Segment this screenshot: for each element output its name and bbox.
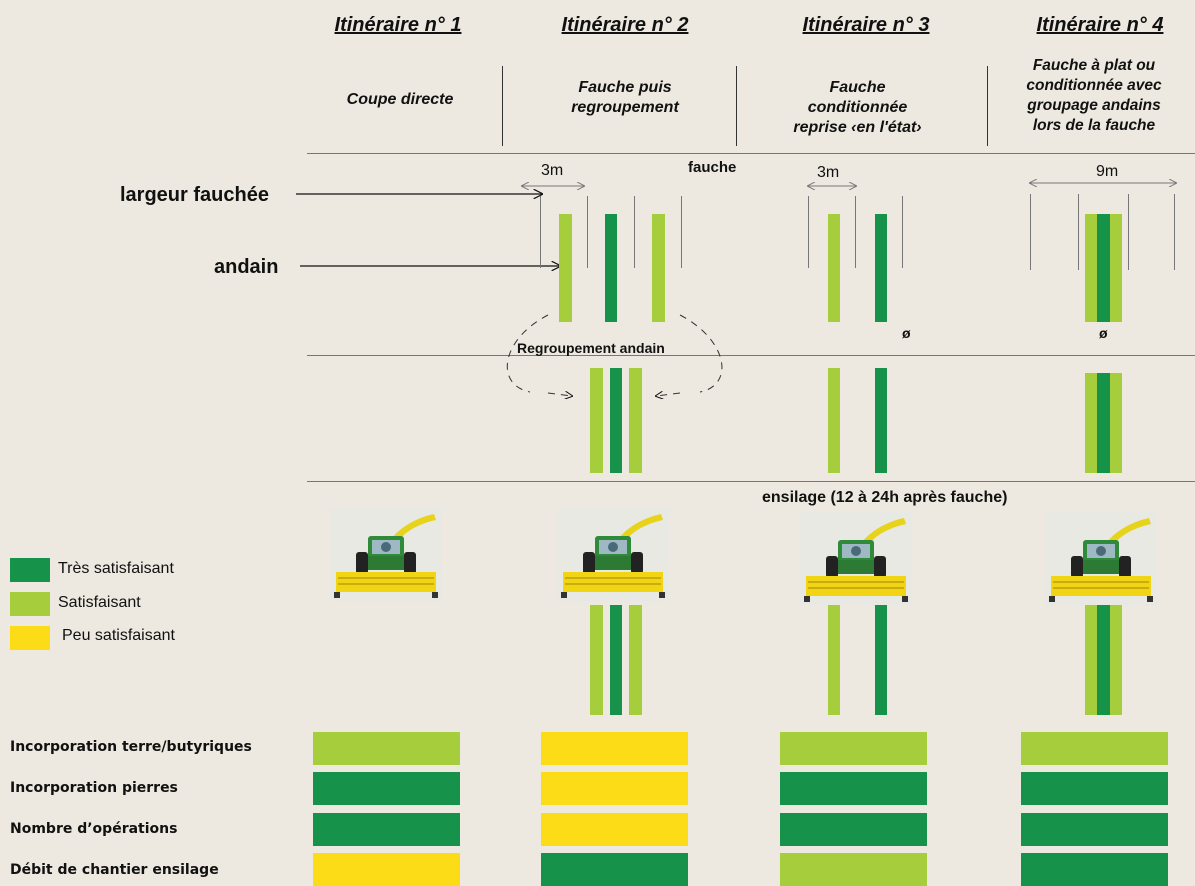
swath-boundary <box>808 196 809 268</box>
windrow-tres-satisfaisant <box>875 605 887 715</box>
windrow-tres-satisfaisant <box>610 605 622 715</box>
windrow-satisfaisant <box>590 368 603 473</box>
stage-divider-ensilage <box>307 481 1195 482</box>
windrow-satisfaisant <box>828 605 840 715</box>
itineraire-1-desc: Coupe directe <box>346 91 454 108</box>
width-label-9m: 9m <box>1096 163 1119 180</box>
legend-swatch-tres-satisfaisant <box>10 558 50 582</box>
rating-cell <box>313 813 460 846</box>
forage-harvester-image <box>557 508 669 602</box>
forage-harvester-image <box>800 512 912 606</box>
windrow-satisfaisant <box>559 214 572 322</box>
swath-boundary <box>1030 194 1031 270</box>
fauche-label: fauche <box>688 159 737 176</box>
itineraire-4-title: Itinéraire n° 4 <box>1036 14 1164 36</box>
windrow-satisfaisant <box>828 368 840 473</box>
criterion-label: Nombre d’opérations <box>10 821 178 837</box>
forage-harvester-image <box>330 508 442 602</box>
stage-divider-fauche <box>307 153 1195 154</box>
windrow-satisfaisant <box>1110 373 1122 473</box>
largeur-fauchee-label: largeur fauchée <box>120 184 269 206</box>
windrow-tres-satisfaisant <box>610 368 622 473</box>
rating-cell <box>780 732 927 765</box>
windrow-satisfaisant <box>828 214 840 322</box>
legend-swatch-peu-satisfaisant <box>10 626 50 650</box>
itineraire-2-desc: Fauche puis regroupement <box>571 79 679 116</box>
windrow-satisfaisant <box>1110 605 1122 715</box>
windrow-satisfaisant <box>1110 214 1122 322</box>
rating-cell <box>1021 853 1168 886</box>
windrow-satisfaisant <box>652 214 665 322</box>
swath-boundary <box>634 196 635 268</box>
swath-boundary <box>1174 194 1175 270</box>
column-divider <box>736 66 737 146</box>
ensilage-label: ensilage (12 à 24h après fauche) <box>762 489 1008 506</box>
rating-cell <box>780 853 927 886</box>
regroupement-label: Regroupement andain <box>517 340 665 356</box>
regroupement-loop-right <box>679 314 723 393</box>
rating-cell <box>1021 813 1168 846</box>
forage-harvester-image <box>1045 512 1157 606</box>
rating-cell <box>541 853 688 886</box>
regroupement-arrow-left <box>547 393 572 396</box>
rating-cell <box>541 772 688 805</box>
itineraire-1-title: Itinéraire n° 1 <box>334 14 462 36</box>
rating-cell <box>1021 732 1168 765</box>
stage-divider-regroupement <box>307 355 1195 356</box>
windrow-tres-satisfaisant <box>875 368 887 473</box>
legend-swatch-satisfaisant <box>10 592 50 616</box>
windrow-satisfaisant <box>629 368 642 473</box>
swath-boundary <box>1078 194 1079 270</box>
windrow-satisfaisant <box>1085 214 1097 322</box>
swath-boundary <box>1128 194 1129 270</box>
rating-cell <box>313 772 460 805</box>
swath-boundary <box>540 196 541 268</box>
criterion-label: Incorporation pierres <box>10 780 178 796</box>
rating-cell <box>313 732 460 765</box>
legend-label-satisfaisant: Satisfaisant <box>58 594 141 611</box>
itineraire-4-desc: Fauche à plat ou conditionnée avec group… <box>1026 57 1162 134</box>
swath-boundary <box>855 196 856 268</box>
rating-cell <box>1021 772 1168 805</box>
andain-label: andain <box>214 256 279 278</box>
windrow-satisfaisant <box>629 605 642 715</box>
windrow-satisfaisant <box>590 605 603 715</box>
rating-cell <box>780 772 927 805</box>
no-operation-symbol: ø <box>1099 325 1108 341</box>
itineraire-3-desc: Fauche conditionnée reprise ‹en l'état› <box>793 79 922 136</box>
itineraire-2-title: Itinéraire n° 2 <box>561 14 689 36</box>
rating-cell <box>541 813 688 846</box>
rating-cell <box>780 813 927 846</box>
rating-cell <box>313 853 460 886</box>
criterion-label: Débit de chantier ensilage <box>10 862 219 878</box>
windrow-tres-satisfaisant <box>605 214 617 322</box>
rating-cell <box>541 732 688 765</box>
column-divider <box>987 66 988 146</box>
swath-boundary <box>681 196 682 268</box>
windrow-tres-satisfaisant <box>1097 605 1110 715</box>
legend-label-peu-satisfaisant: Peu satisfaisant <box>62 627 175 644</box>
legend-label-tres-satisfaisant: Très satisfaisant <box>58 560 174 577</box>
swath-boundary <box>587 196 588 268</box>
regroupement-loop-left <box>506 314 549 393</box>
itineraire-3-title: Itinéraire n° 3 <box>802 14 930 36</box>
regroupement-arrow-right <box>656 393 681 396</box>
swath-boundary <box>902 196 903 268</box>
column-divider <box>502 66 503 146</box>
criterion-label: Incorporation terre/butyriques <box>10 739 252 755</box>
windrow-satisfaisant <box>1085 605 1097 715</box>
windrow-tres-satisfaisant <box>1097 373 1110 473</box>
windrow-tres-satisfaisant <box>1097 214 1110 322</box>
no-operation-symbol: ø <box>902 325 911 341</box>
windrow-tres-satisfaisant <box>875 214 887 322</box>
width-label-3m: 3m <box>541 162 564 179</box>
width-label-3m: 3m <box>817 164 840 181</box>
windrow-satisfaisant <box>1085 373 1097 473</box>
